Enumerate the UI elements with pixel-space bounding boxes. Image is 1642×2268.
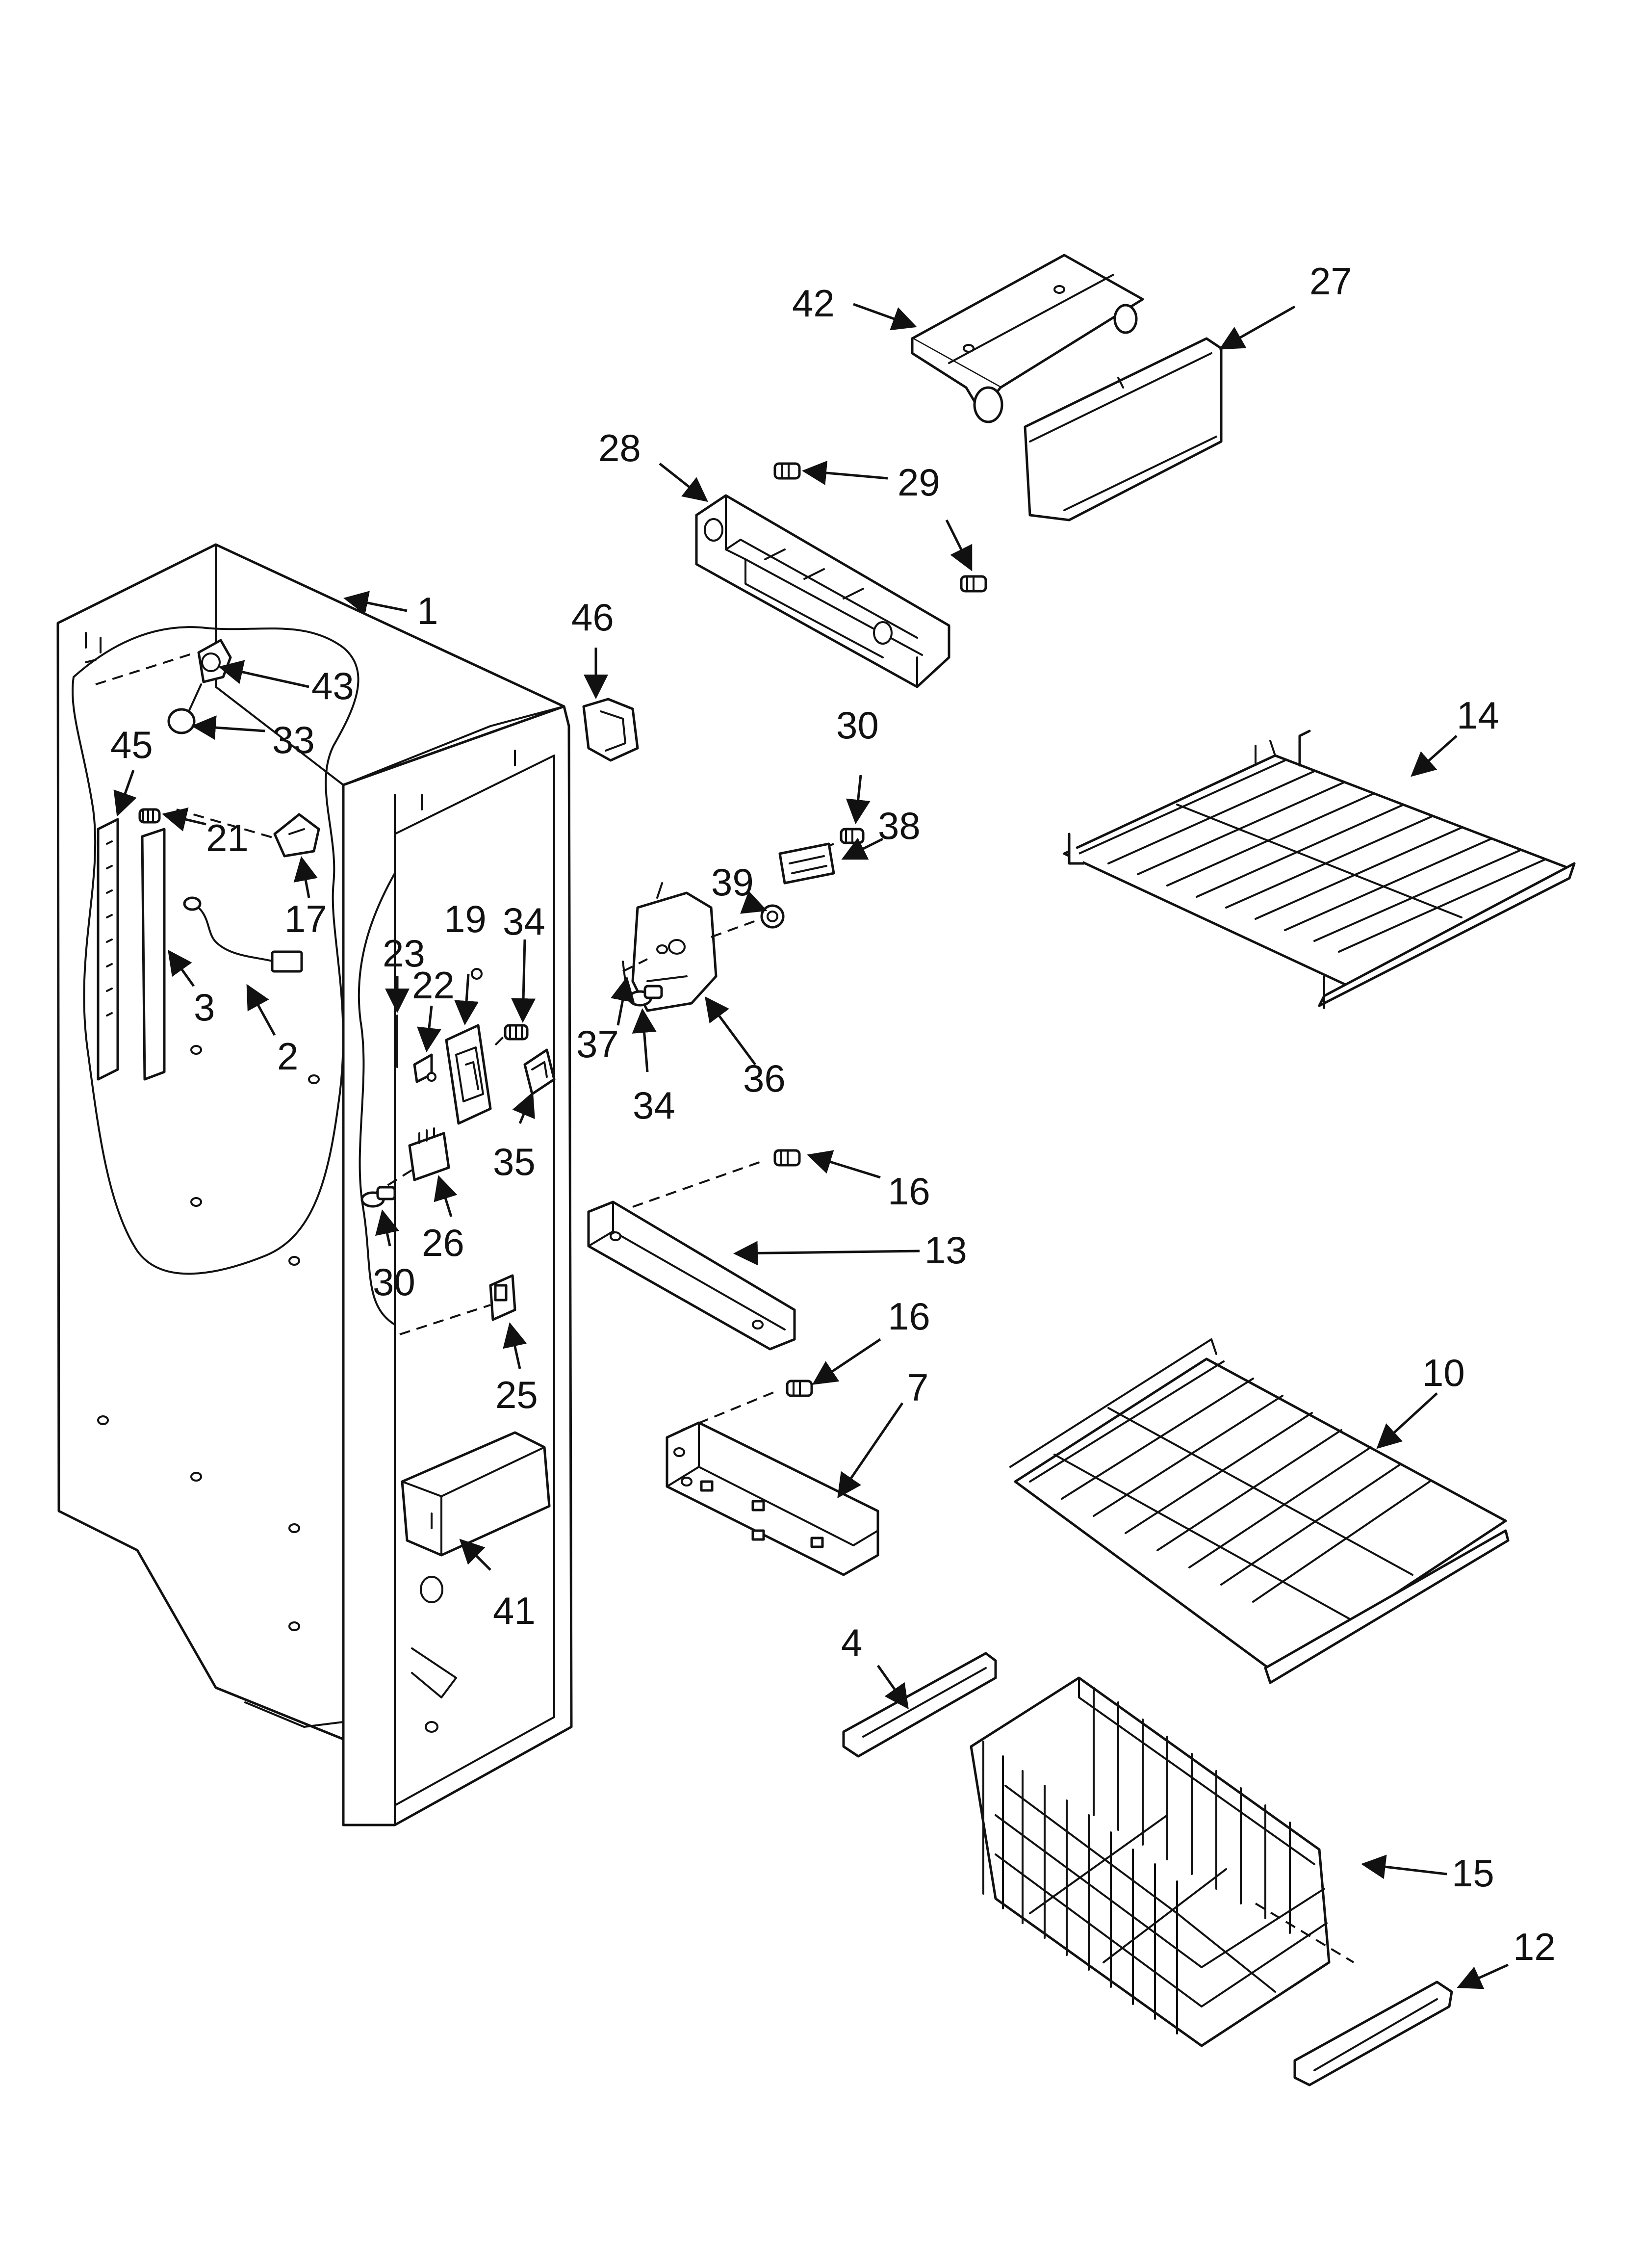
- screw-29b: [960, 575, 987, 593]
- leader-arrows: [113, 303, 1509, 1989]
- wire-basket: [970, 1676, 1331, 2047]
- clip: [413, 1053, 436, 1083]
- screw-34b: [628, 985, 663, 1007]
- callout-16a: 16: [888, 1170, 930, 1213]
- callout-10: 10: [1422, 1351, 1465, 1394]
- wire-shelf: [1063, 730, 1576, 1009]
- callout-43: 43: [311, 664, 354, 707]
- callout-7: 7: [907, 1366, 928, 1409]
- callout-34b: 34: [633, 1084, 675, 1127]
- callout-46: 46: [571, 596, 614, 639]
- switch-bracket: [273, 813, 320, 858]
- callout-14: 14: [1457, 694, 1499, 737]
- relay-board: [778, 842, 835, 885]
- callout-23: 23: [383, 932, 425, 975]
- basket-handle-12: [1293, 1981, 1453, 2086]
- callout-45: 45: [110, 723, 153, 766]
- basket-handle-4: [842, 1652, 997, 1758]
- callout-15: 15: [1452, 1851, 1494, 1895]
- freezer-liner: [56, 543, 573, 1826]
- callout-33: 33: [272, 718, 315, 761]
- callout-22: 22: [412, 964, 455, 1007]
- pin-37: [622, 961, 626, 982]
- callout-39: 39: [711, 860, 754, 904]
- clip-46: [582, 698, 639, 762]
- callout-35: 35: [493, 1140, 536, 1183]
- callout-17: 17: [284, 897, 327, 940]
- callout-41: 41: [493, 1589, 536, 1632]
- screw-29a: [773, 462, 801, 480]
- screw-30a: [360, 1186, 396, 1208]
- shelf-rail: [587, 1200, 796, 1351]
- callout-42: 42: [792, 282, 835, 325]
- callout-labels: 1 2 3 4 7 10 12 13 14 15 16 16 17 19 21 …: [110, 260, 1556, 1968]
- wire-harness: [183, 896, 303, 973]
- callout-21: 21: [206, 816, 249, 860]
- control-housing-7: [666, 1421, 879, 1576]
- callout-4: 4: [841, 1621, 862, 1664]
- door-switch: [489, 1274, 516, 1321]
- callout-37: 37: [576, 1022, 619, 1066]
- screw-16a: [773, 1149, 801, 1167]
- flap: [1024, 337, 1223, 521]
- light-bulb: [167, 683, 202, 734]
- screw-21: [138, 808, 161, 824]
- callout-36: 36: [743, 1057, 786, 1100]
- callout-25: 25: [495, 1373, 538, 1416]
- callout-12: 12: [1513, 1925, 1556, 1968]
- terminal-board: [408, 1127, 450, 1181]
- callout-26: 26: [422, 1221, 464, 1264]
- callout-38: 38: [878, 804, 921, 847]
- callout-13: 13: [924, 1228, 967, 1272]
- hinge-cover: [911, 254, 1144, 423]
- callout-1: 1: [417, 589, 438, 632]
- fan-bracket-plate: [631, 882, 718, 1012]
- callout-28: 28: [598, 426, 641, 469]
- guard-bracket: [695, 494, 950, 688]
- callout-16b: 16: [888, 1295, 930, 1338]
- callout-30a: 30: [836, 704, 879, 747]
- mounting-bracket: [523, 1048, 556, 1095]
- screw-30b: [840, 828, 865, 844]
- screw-16b: [786, 1380, 813, 1397]
- callout-27: 27: [1309, 260, 1352, 303]
- callout-30b: 30: [373, 1260, 415, 1303]
- callout-19: 19: [444, 897, 487, 940]
- callout-34a: 34: [503, 900, 545, 943]
- trim-strip: [141, 828, 166, 1081]
- shelf-support-strip: [97, 818, 119, 1081]
- callout-3: 3: [194, 986, 215, 1029]
- screw-34a: [504, 1024, 529, 1041]
- control-housing: [445, 968, 492, 1125]
- cover-box: [401, 1431, 551, 1557]
- callout-29: 29: [898, 461, 940, 504]
- flat-shelf: [1009, 1338, 1510, 1684]
- callout-2: 2: [277, 1035, 298, 1078]
